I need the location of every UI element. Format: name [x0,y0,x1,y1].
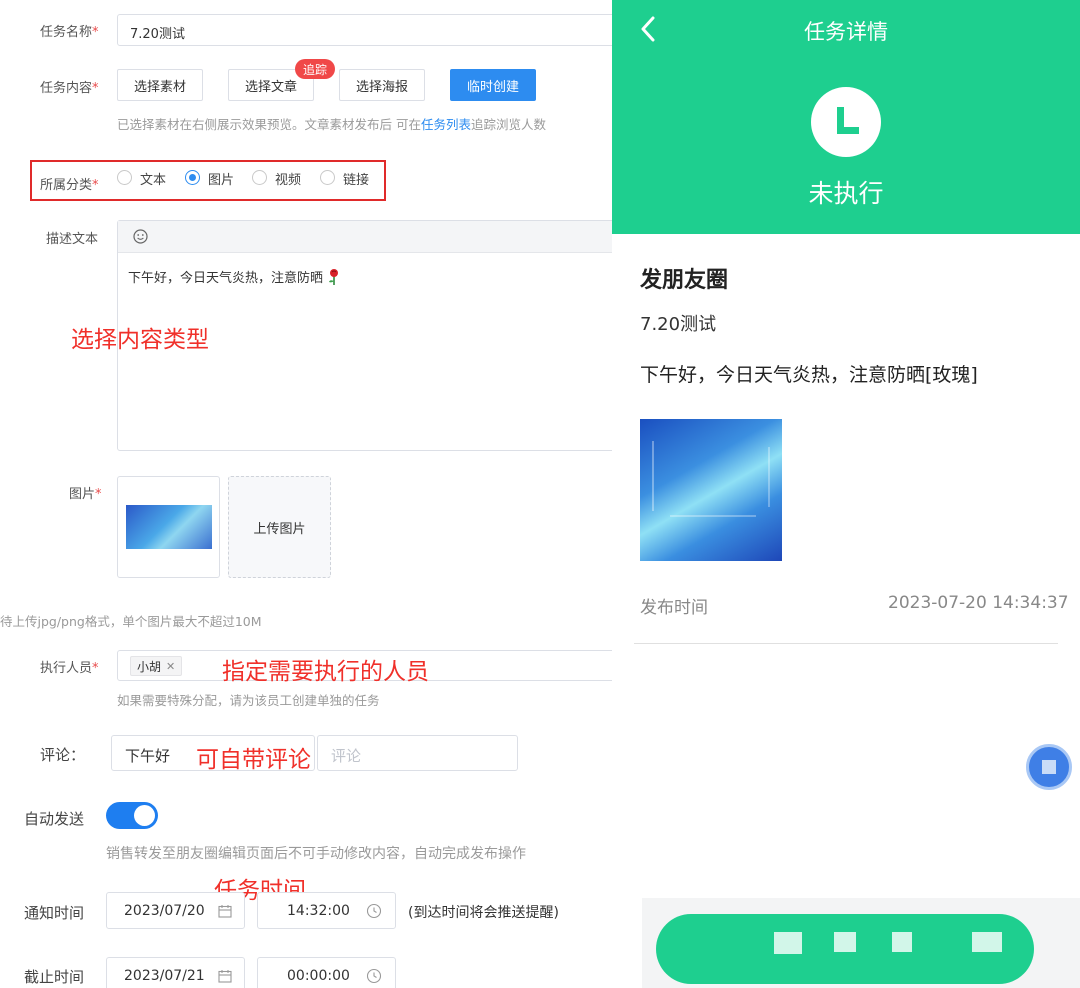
task-list-link[interactable]: 任务列表 [420,117,471,132]
execute-button[interactable] [656,914,1034,984]
mobile-preview: 任务详情 未执行 发朋友圈 7.20测试 下午好，今日天气炎热，注意防晒[玫瑰]… [612,0,1080,988]
task-name-input[interactable]: 7.20测试 [117,14,617,46]
deadline-label: 截止时间 [24,968,85,986]
preview-text: 下午好，今日天气炎热，注意防晒[玫瑰] [640,364,978,386]
annotation-comment: 可自带评论 [196,747,311,773]
category-radio-text[interactable] [117,170,132,185]
task-name-label: 任务名称* [40,25,99,40]
annotation-content-type: 选择内容类型 [71,327,209,353]
publish-time-label: 发布时间 [640,598,708,618]
auto-send-hint: 销售转发至朋友圈编辑页面后不可手动修改内容，自动完成发布操作 [106,846,526,862]
notify-date-picker[interactable]: 2023/07/20 [106,892,245,929]
emoji-icon[interactable] [133,229,148,244]
deadline-date-picker[interactable]: 2023/07/21 [106,957,245,988]
comment-input-2[interactable]: 评论 [317,735,518,771]
preview-image[interactable] [640,419,782,561]
deadline-time-value: 00:00:00 [287,968,350,984]
desc-toolbar [118,221,616,253]
annotation-executor: 指定需要执行的人员 [222,659,429,685]
select-poster-button[interactable]: 选择海报 [339,69,425,101]
content-hint: 已选择素材在右侧展示效果预览。文章素材发布后 可在任务列表追踪浏览人数 [117,117,547,132]
preview-task-name: 7.20测试 [640,314,717,335]
track-badge: 追踪 [295,59,335,79]
executor-select[interactable]: 小胡 ✕ [117,650,617,681]
executor-tag: 小胡 ✕ [130,656,183,676]
auto-send-label: 自动发送 [24,810,85,828]
category-option-video: 视频 [275,173,302,188]
comment-placeholder: 评论 [331,747,362,765]
float-assist-icon[interactable] [1026,744,1072,790]
executor-label: 执行人员* [40,661,99,676]
clock-icon [366,903,382,919]
upload-hint: 待上传jpg/png格式，单个图片最大不超过10M [0,614,262,629]
status-text: 未执行 [808,179,884,208]
category-highlight-box [30,160,386,201]
select-material-button[interactable]: 选择素材 [117,69,203,101]
deadline-date-value: 2023/07/21 [124,968,205,984]
desc-text: 下午好，今日天气炎热，注意防晒 [128,267,341,286]
temp-create-button[interactable]: 临时创建 [450,69,536,101]
upload-image-button[interactable]: 上传图片 [228,476,331,578]
desc-editor[interactable]: 下午好，今日天气炎热，注意防晒 [117,220,617,451]
category-label: 所属分类* [40,178,99,193]
category-radio-video[interactable] [252,170,267,185]
category-radio-image[interactable] [185,170,200,185]
toggle-knob [134,805,155,826]
category-option-image: 图片 [208,173,235,188]
image-label: 图片* [69,487,102,502]
category-radio-link[interactable] [320,170,335,185]
desc-label: 描述文本 [46,232,99,247]
executor-hint: 如果需要特殊分配，请为该员工创建单独的任务 [117,693,380,708]
rose-icon [329,269,339,285]
notify-time-value: 14:32:00 [287,903,350,919]
notify-date-value: 2023/07/20 [124,903,205,919]
clock-icon [366,968,382,984]
uploaded-image-thumb [126,505,212,549]
notify-time-picker[interactable]: 14:32:00 [257,892,396,929]
calendar-icon [218,970,232,983]
publish-time-value: 2023-07-20 14:34:37 [888,593,1069,613]
auto-send-toggle[interactable] [106,802,158,829]
comment-label: 评论： [40,746,86,764]
post-type: 发朋友圈 [640,268,729,293]
comment-input[interactable]: 下午好 [111,735,315,771]
calendar-icon [218,905,232,918]
task-name-value: 7.20测试 [130,27,185,42]
status-clock-icon [811,87,881,157]
divider [634,643,1058,644]
tag-close-icon[interactable]: ✕ [166,659,176,673]
task-content-label: 任务内容* [40,81,99,96]
preview-title: 任务详情 [804,20,888,44]
notify-note: (到达时间将会推送提醒) [408,905,559,921]
notify-label: 通知时间 [24,904,85,922]
comment-value: 下午好 [125,747,171,765]
category-option-text: 文本 [140,173,167,188]
deadline-time-picker[interactable]: 00:00:00 [257,957,396,988]
preview-header: 任务详情 未执行 [612,0,1080,234]
uploaded-image-card[interactable] [117,476,220,578]
category-option-link: 链接 [343,173,370,188]
back-arrow-icon[interactable] [640,16,656,42]
